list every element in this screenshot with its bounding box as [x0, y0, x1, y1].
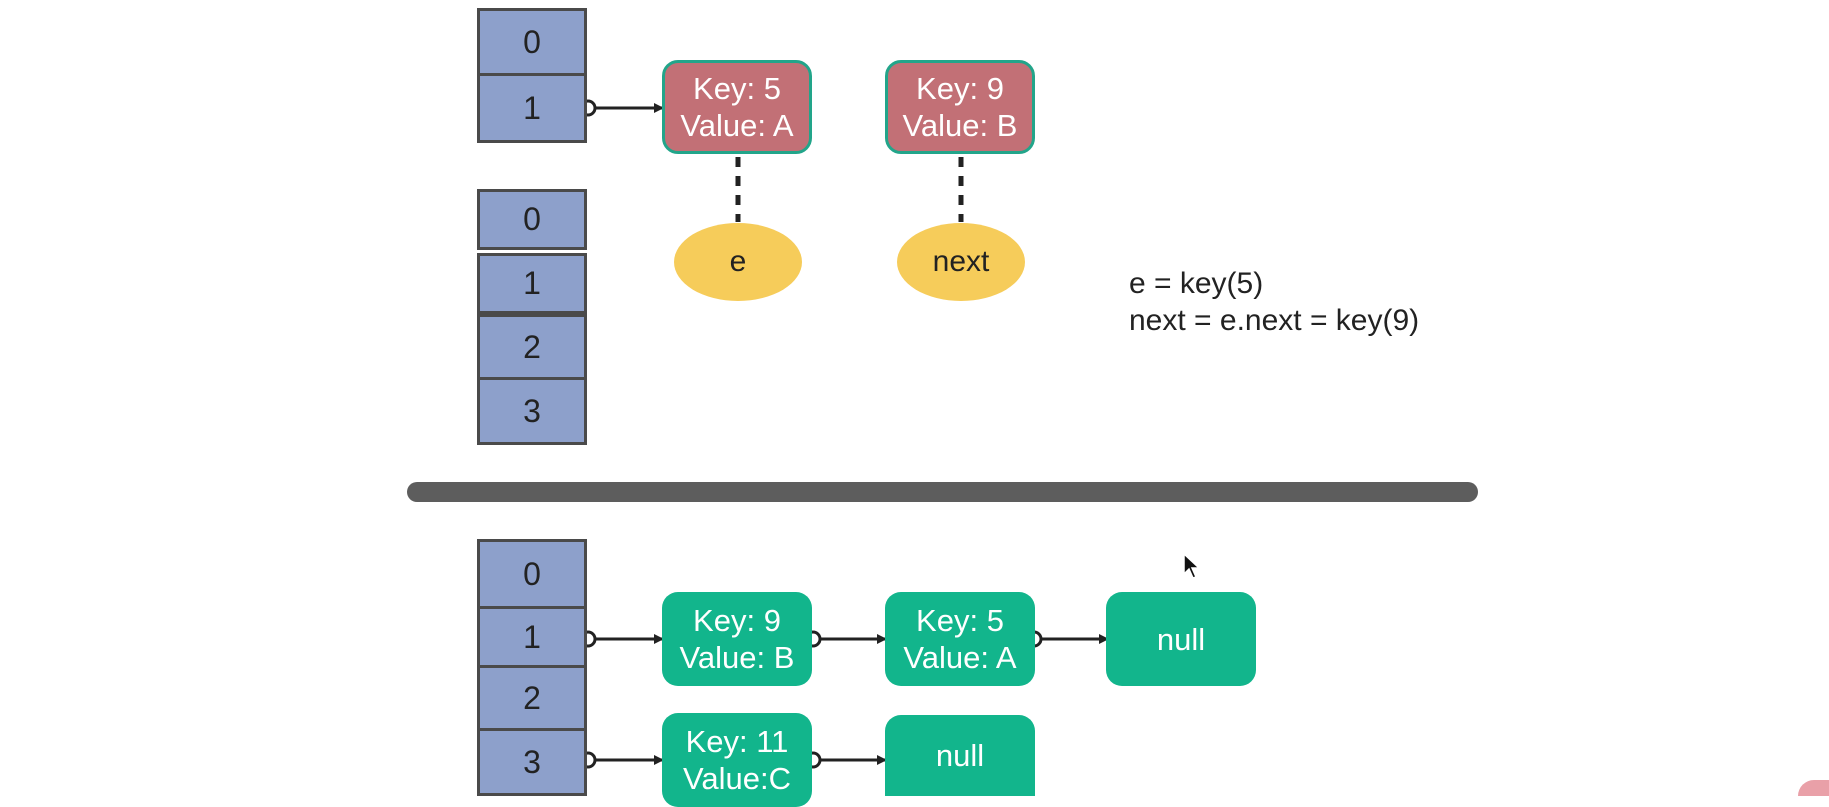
arrow-key11-to-null — [804, 751, 887, 769]
top-array-b-cell-0: 0 — [477, 189, 587, 250]
bottom-array-cell-1: 1 — [477, 606, 587, 668]
mouse-cursor-icon — [1183, 553, 1201, 579]
pointer-e: e — [674, 223, 802, 301]
new-node-key5: Key: 5 Value: A — [885, 592, 1035, 686]
top-array-a-cell-1: 1 — [477, 73, 587, 143]
top-array-b-cell-2: 2 — [477, 314, 587, 380]
node-value-label: Value: A — [680, 108, 794, 143]
section-divider — [407, 482, 1478, 502]
old-node-key5: Key: 5 Value: A — [662, 60, 812, 154]
bottom-array-cell-0: 0 — [477, 539, 587, 609]
node-value-label: Value: B — [902, 108, 1018, 143]
note-e-assignment: e = key(5) — [1129, 267, 1264, 300]
bottom-array-cell-2: 2 — [477, 665, 587, 731]
arrow-key5-to-null — [1025, 630, 1109, 648]
corner-decoration — [1798, 780, 1829, 796]
node-value-label: Value:C — [683, 761, 791, 796]
top-array-b-cell-1: 1 — [477, 253, 587, 314]
arrow-bottom-bucket1-to-key9 — [579, 630, 664, 648]
node-key-label: Key: 9 — [916, 71, 1004, 106]
node-value-label: Value: B — [679, 640, 795, 675]
new-node-key11: Key: 11 Value:C — [662, 713, 812, 807]
new-node-key9: Key: 9 Value: B — [662, 592, 812, 686]
pointer-next: next — [897, 223, 1025, 301]
arrow-bottom-bucket3-to-key11 — [579, 751, 664, 769]
node-key-label: Key: 5 — [693, 71, 781, 106]
node-key-label: Key: 5 — [916, 603, 1004, 638]
arrow-top-bucket1-to-key5 — [579, 99, 664, 117]
null-node-bucket1: null — [1106, 592, 1256, 686]
old-node-key9: Key: 9 Value: B — [885, 60, 1035, 154]
node-key-label: Key: 9 — [693, 603, 781, 638]
top-array-b-cell-3: 3 — [477, 377, 587, 445]
bottom-array-cell-3: 3 — [477, 728, 587, 796]
note-next-assignment: next = e.next = key(9) — [1129, 304, 1420, 337]
arrow-key9-to-key5 — [804, 630, 887, 648]
top-array-a-cell-0: 0 — [477, 8, 587, 76]
node-key-label: Key: 11 — [685, 724, 789, 759]
null-node-bucket3: null — [885, 715, 1035, 796]
node-value-label: Value: A — [903, 640, 1017, 675]
